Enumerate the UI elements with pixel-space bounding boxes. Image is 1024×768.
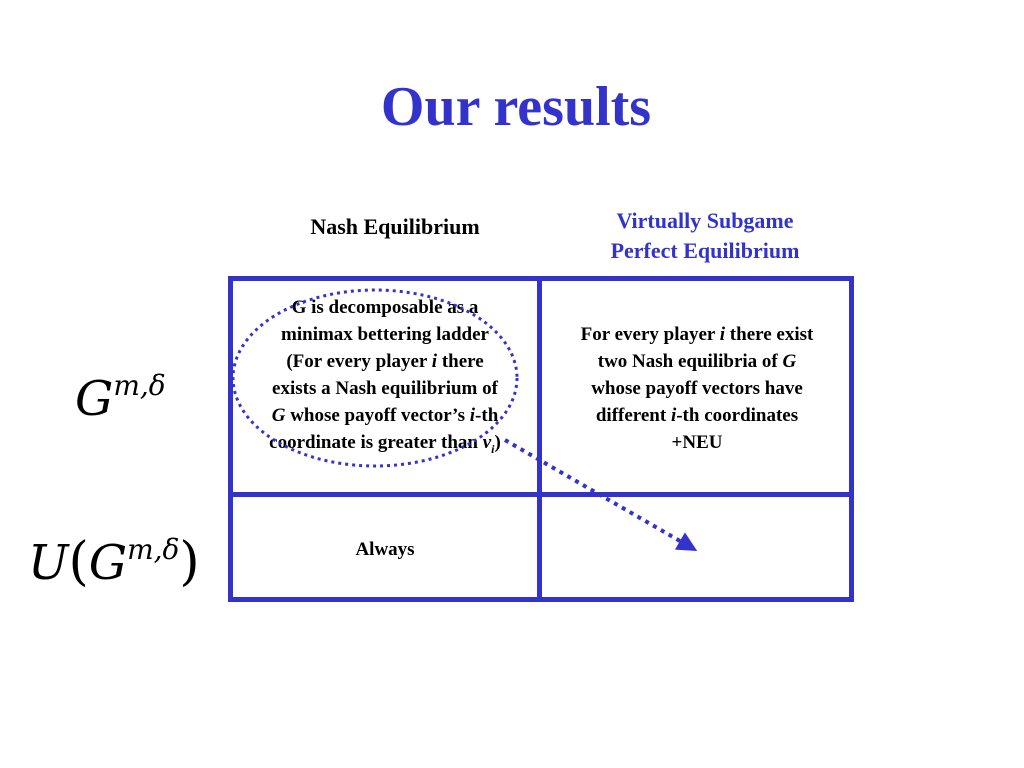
slide-title: Our results bbox=[380, 76, 652, 138]
cell-g-nash: G is decomposable as a minimax bettering… bbox=[240, 294, 530, 463]
row-label-u-of-g-m-delta: U(Gm,δ) bbox=[28, 520, 200, 593]
annotation-arrow bbox=[503, 438, 698, 552]
cell-a-line4: exists a Nash equilibrium of bbox=[272, 378, 498, 399]
row-label-g-m-delta: Gm,δ bbox=[75, 356, 166, 429]
cell-a-line3: (For every player i there bbox=[286, 351, 484, 372]
cell-b-line5: +NEU bbox=[671, 432, 723, 453]
cell-b-line1: For every player i there exist bbox=[580, 324, 814, 345]
cell-g-vspe: For every player i there exist two Nash … bbox=[548, 321, 846, 456]
row2-close-paren: ) bbox=[179, 532, 200, 592]
column-heading-nash-equilibrium: Nash Equilibrium bbox=[255, 212, 535, 242]
cell-a-line5: G whose payoff vector’s i-th bbox=[271, 405, 499, 426]
row2-superscript: m,δ bbox=[127, 533, 180, 566]
vspe-heading-line2: Perfect Equilibrium bbox=[610, 238, 800, 263]
table-vertical-divider bbox=[537, 276, 542, 602]
cell-a-line2: minimax bettering ladder bbox=[281, 324, 489, 345]
cell-b-line4: different i-th coordinates bbox=[595, 405, 799, 426]
row2-outer: U bbox=[28, 535, 69, 591]
nash-heading-text: Nash Equilibrium bbox=[310, 214, 480, 239]
cell-b-line3: whose payoff vectors have bbox=[591, 378, 803, 399]
cell-b-line2: two Nash equilibria of G bbox=[597, 351, 797, 372]
cell-ug-nash: Always bbox=[355, 539, 415, 560]
table-horizontal-divider bbox=[228, 492, 854, 497]
row1-superscript: m,δ bbox=[113, 369, 166, 402]
row2-open-paren: ( bbox=[68, 532, 89, 592]
row2-base: G bbox=[88, 535, 128, 591]
row1-base: G bbox=[75, 371, 114, 427]
cell-a-line6: coordinate is greater than vi) bbox=[269, 432, 501, 456]
cell-a-line1: G is decomposable as a bbox=[291, 297, 479, 318]
highlight-ellipse bbox=[231, 288, 519, 468]
vspe-heading-line1: Virtually Subgame bbox=[616, 208, 794, 233]
column-heading-vspe: Virtually Subgame Perfect Equilibrium bbox=[560, 206, 850, 266]
